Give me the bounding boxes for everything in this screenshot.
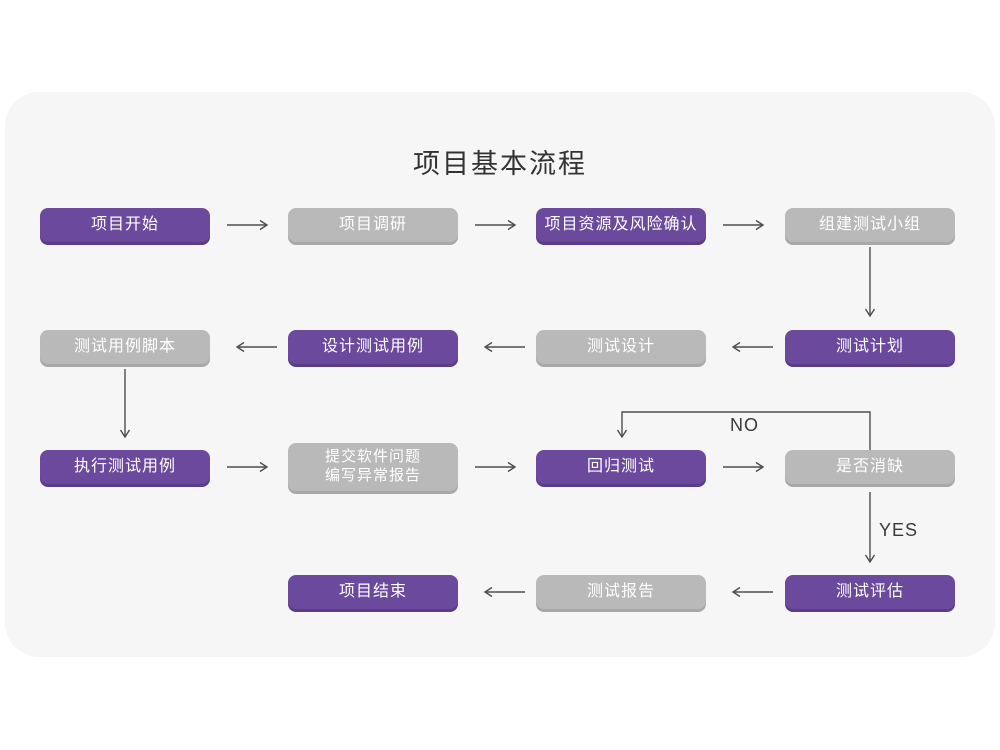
node-test-report: 测试报告 xyxy=(536,575,706,609)
node-test-plan: 测试计划 xyxy=(785,330,955,364)
node-build-test-team: 组建测试小组 xyxy=(785,208,955,242)
node-test-case-script: 测试用例脚本 xyxy=(40,330,210,364)
flowchart-card xyxy=(5,92,995,657)
node-test-design: 测试设计 xyxy=(536,330,706,364)
node-design-test-case: 设计测试用例 xyxy=(288,330,458,364)
node-project-start: 项目开始 xyxy=(40,208,210,242)
node-project-end: 项目结束 xyxy=(288,575,458,609)
no-branch-label: NO xyxy=(730,415,759,435)
node-project-research: 项目调研 xyxy=(288,208,458,242)
node-execute-test-case: 执行测试用例 xyxy=(40,450,210,484)
node-test-evaluation: 测试评估 xyxy=(785,575,955,609)
node-submit-issue-report: 提交软件问题 编写异常报告 xyxy=(288,443,458,491)
node-regression-test: 回归测试 xyxy=(536,450,706,484)
page-title: 项目基本流程 xyxy=(413,149,587,179)
node-resource-risk-confirm: 项目资源及风险确认 xyxy=(536,208,706,242)
arrow-no-loop xyxy=(616,411,871,450)
node-defect-cleared: 是否消缺 xyxy=(785,450,955,484)
yes-branch-label: YES xyxy=(879,520,919,540)
